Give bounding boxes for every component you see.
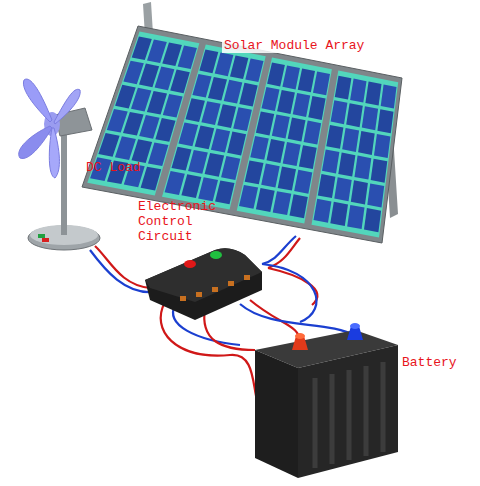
control-circuit-box xyxy=(145,248,262,320)
solar-cell xyxy=(245,161,264,185)
solar-cell xyxy=(267,139,285,163)
solar-panels xyxy=(87,32,398,238)
solar-cell xyxy=(181,174,201,198)
solar-cell xyxy=(224,80,243,104)
solar-cell xyxy=(278,167,296,191)
solar-cell xyxy=(273,191,292,215)
solar-cell xyxy=(245,58,263,82)
solar-cell xyxy=(188,150,208,174)
solar-cell xyxy=(358,131,375,155)
solar-cell xyxy=(170,70,190,94)
solar-cell xyxy=(267,63,285,87)
solar-cell xyxy=(365,82,381,106)
solar-cell xyxy=(381,85,397,109)
solar-cell xyxy=(148,142,168,166)
solar-cell xyxy=(199,50,218,74)
solar-cell xyxy=(198,177,218,201)
solar-cell xyxy=(221,156,240,180)
solar-cell xyxy=(261,164,280,188)
solar-cell xyxy=(367,183,384,207)
solar-cell xyxy=(186,98,205,122)
solar-cell xyxy=(208,77,227,101)
solar-cell xyxy=(139,115,159,139)
solar-cell xyxy=(155,118,175,142)
part-label: DC Load xyxy=(86,160,141,175)
solar-cell xyxy=(364,208,381,232)
solar-cell xyxy=(293,93,311,117)
solar-cell xyxy=(342,128,359,152)
solar-cell xyxy=(304,121,322,145)
part-label: Electronic Control Circuit xyxy=(138,199,224,244)
solar-cell xyxy=(272,115,290,139)
solar-cell xyxy=(338,153,355,177)
solar-cell xyxy=(227,132,246,156)
solar-cell xyxy=(346,103,363,127)
solar-cell xyxy=(298,69,315,93)
solar-cell xyxy=(178,45,197,69)
solar-cell xyxy=(141,167,162,191)
solar-cell xyxy=(163,94,183,118)
solar-cell xyxy=(250,136,268,160)
solar-cell xyxy=(299,145,317,169)
solar-cell xyxy=(172,147,192,171)
solar-cell xyxy=(308,96,325,120)
array-frame xyxy=(82,26,402,243)
solar-cell xyxy=(256,112,274,136)
solar-cell xyxy=(277,90,295,114)
solar-cell xyxy=(217,104,236,128)
part-label: Solar Module Array xyxy=(222,38,366,53)
solar-cell xyxy=(288,118,306,142)
solar-cell xyxy=(215,181,234,205)
solar-cell xyxy=(350,79,366,103)
solar-cell xyxy=(233,107,252,131)
solar-cell xyxy=(282,66,300,90)
solar-cell xyxy=(374,134,390,158)
solar-cell xyxy=(351,180,368,204)
solar-cell xyxy=(147,91,167,115)
solar-cell xyxy=(322,150,339,174)
solar-cell xyxy=(330,202,348,226)
solar-cell xyxy=(371,159,388,183)
solar-cell xyxy=(294,170,312,194)
solar-cell xyxy=(132,139,153,163)
solar-cell xyxy=(239,185,258,209)
solar-cell xyxy=(318,174,336,198)
solar-cell xyxy=(165,171,185,195)
solar-cell xyxy=(283,142,301,166)
solar-panel xyxy=(312,71,399,238)
solar-cell xyxy=(290,194,308,218)
solar-cell xyxy=(256,188,275,212)
solar-cell xyxy=(334,177,351,201)
solar-cell xyxy=(331,100,348,124)
solar-cell xyxy=(201,101,220,125)
solar-cell xyxy=(230,56,248,80)
solar-cell xyxy=(192,74,211,98)
solar-cell xyxy=(179,123,199,147)
solar-cell xyxy=(239,83,257,107)
solar-cell xyxy=(314,199,332,223)
solar-cell xyxy=(313,72,330,96)
solar-cell xyxy=(347,205,364,229)
solar-cell xyxy=(377,109,393,133)
part-label: Battery xyxy=(402,355,457,370)
battery xyxy=(255,323,398,478)
solar-cell xyxy=(205,153,225,177)
solar-cell xyxy=(211,129,230,153)
solar-cell xyxy=(362,106,378,130)
solar-cell xyxy=(215,53,234,77)
solar-cell xyxy=(326,125,343,149)
solar-cell xyxy=(355,156,372,180)
solar-cell xyxy=(195,126,215,150)
solar-cell xyxy=(335,76,352,100)
solar-cell xyxy=(262,87,280,111)
